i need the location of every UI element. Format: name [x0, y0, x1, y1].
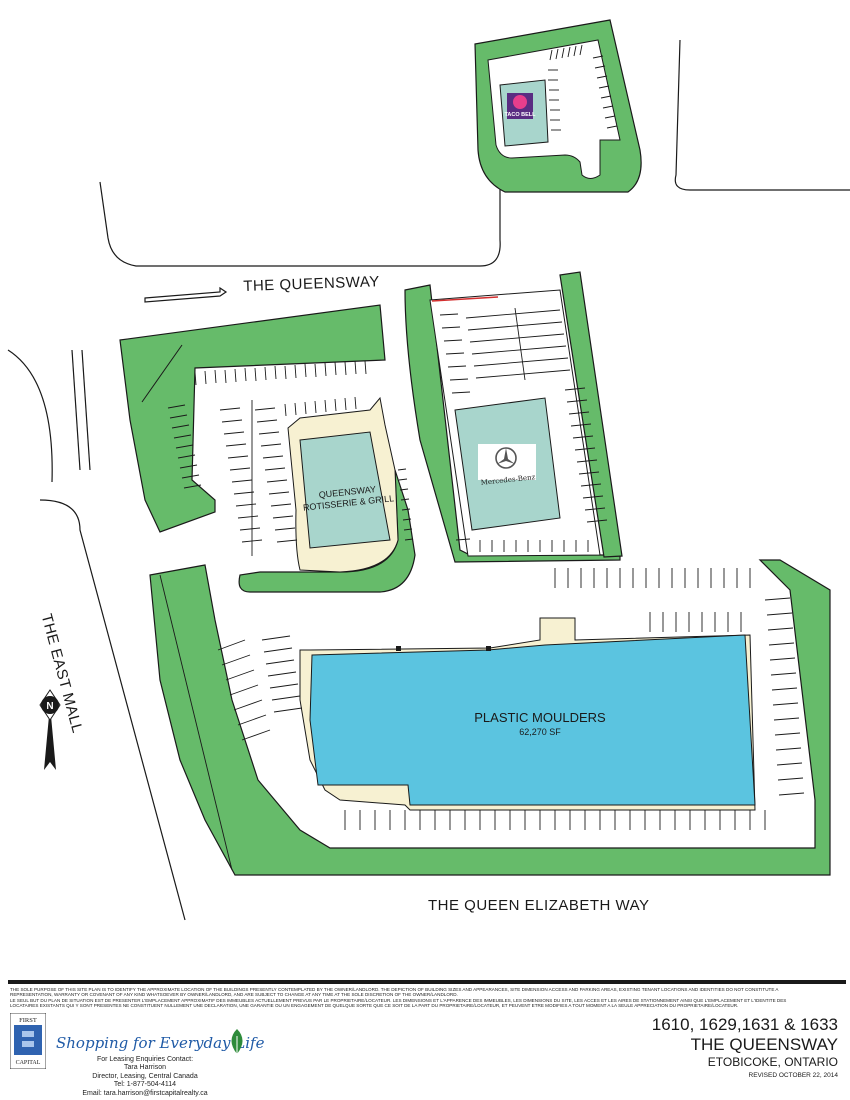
plastic-moulders-block — [149, 559, 831, 876]
site-plan-drawing: TACO BELL — [7, 19, 850, 921]
road-label-qew: THE QUEEN ELIZABETH WAY — [428, 897, 650, 914]
legal-disclaimer: THE SOLE PURPOSE OF THIS SITE PLAN IS TO… — [10, 987, 840, 1009]
taco-bell-pad: TACO BELL — [474, 19, 642, 193]
mercedes-star-points-icon — [497, 448, 515, 464]
rotisserie-building — [299, 431, 391, 549]
site-plan-map: TACO BELL — [7, 19, 850, 921]
disclaimer-line-4: LOCATAIRES EXISTANTS QUI Y SONT PRESENTE… — [10, 1003, 739, 1009]
contact-email[interactable]: Email: tara.harrison@firstcapitalrealty.… — [82, 1089, 208, 1097]
mercedes-logo-box — [478, 444, 536, 480]
leaf-icon — [231, 1029, 243, 1057]
contact-phone: Tel: 1-877-504-4114 — [113, 1081, 177, 1089]
east-mall-median-east — [81, 349, 91, 471]
plastic-landscape-curb — [159, 574, 233, 871]
plastic-parking-stalls — [217, 568, 805, 830]
address-line-1: 1610, 1629,1631 & 1633 — [651, 1015, 838, 1034]
contact-title: Director, Leasing, Central Canada — [92, 1072, 198, 1080]
plastic-moulders-label: PLASTIC MOULDERS 62,270 SF — [430, 710, 650, 738]
north-arrow-compass: N — [39, 689, 61, 770]
leasing-contact: For Leasing Enquiries Contact: Tara Harr… — [60, 1056, 230, 1098]
road-edges — [7, 39, 850, 921]
rotisserie-curb-line — [141, 344, 183, 403]
east-mall-median-west — [71, 349, 81, 471]
contact-name: Tara Harrison — [123, 1064, 166, 1072]
property-address: 1610, 1629,1631 & 1633 THE QUEENSWAY ETO… — [652, 1015, 838, 1082]
taco-bell-bell-icon — [513, 95, 527, 109]
disclaimer-line-2: REPRESENTATION, WARRANTY OR COVENANT OF … — [10, 992, 458, 998]
rotisserie-landscape-north — [119, 304, 386, 533]
address-line-2: THE QUEENSWAY — [690, 1035, 838, 1054]
rotisserie-parking-stalls — [167, 360, 414, 556]
mercedes-parking-stalls — [439, 307, 608, 552]
footer-divider — [8, 980, 846, 984]
contact-heading: For Leasing Enquiries Contact: — [96, 1056, 194, 1063]
revision-date: REVISED OCTOBER 22, 2014 — [748, 1072, 838, 1079]
queensway-north-edge — [99, 181, 501, 267]
logo-text-top: FIRST — [19, 1017, 37, 1024]
mercedes-red-line — [431, 296, 499, 302]
plastic-building — [309, 634, 756, 806]
logo-mark-icon — [14, 1025, 42, 1055]
taco-bell-parking-stalls — [548, 44, 618, 131]
plastic-entry-marker-west — [396, 646, 401, 651]
first-capital-logo: FIRST CAPITAL — [10, 1013, 46, 1069]
plastic-landscape — [149, 559, 831, 876]
east-mall-east-edge — [39, 499, 186, 921]
logo-text-bottom: CAPITAL — [16, 1060, 41, 1066]
address-line-3: ETOBICOKE, ONTARIO — [707, 1055, 838, 1069]
traffic-arrow — [144, 286, 228, 303]
mercedes-logo — [478, 444, 536, 480]
east-mall-west-curve — [7, 349, 53, 483]
compass-letter: N — [46, 701, 53, 712]
compass-circle-icon — [41, 696, 59, 714]
compass-needle-icon — [44, 705, 56, 770]
taco-bell-logo-text: TACO BELL — [504, 112, 536, 118]
disclaimer-line-1: THE SOLE PURPOSE OF THIS SITE PLAN IS TO… — [10, 987, 779, 992]
mercedes-landscape-east — [559, 271, 623, 558]
rotisserie-landscape-south — [238, 469, 416, 593]
plastic-moulders-area: 62,270 SF — [519, 727, 561, 737]
plastic-entry-marker-east — [486, 646, 491, 651]
plastic-moulders-name: PLASTIC MOULDERS — [474, 710, 606, 725]
rotisserie-block — [119, 304, 416, 593]
taco-bell-logo: TACO BELL — [504, 93, 536, 119]
east-road-edge — [674, 39, 850, 191]
disclaimer-line-3: LE SEUL BUT DU PLAN DE SITUATION EST DE … — [10, 997, 787, 1003]
slogan: Shopping for Everyday Life — [56, 1034, 265, 1052]
mercedes-block — [404, 271, 623, 563]
